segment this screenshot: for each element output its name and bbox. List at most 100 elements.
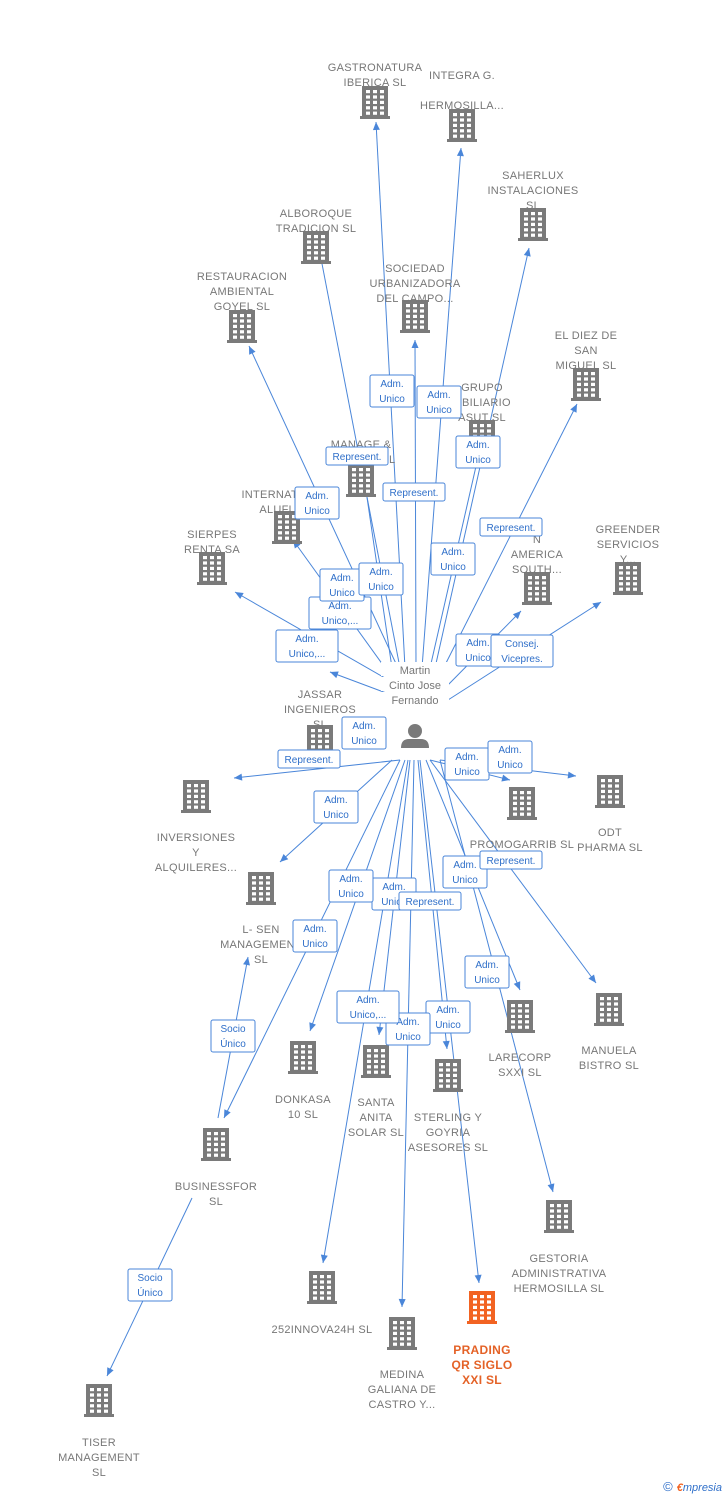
edge-role-text: Unico — [497, 760, 523, 771]
edge-role-label[interactable]: Adm.Unico — [425, 1000, 471, 1034]
edge-role-label[interactable]: Consej.Vicepres. — [490, 634, 554, 668]
building-window — [407, 1326, 411, 1330]
building-window — [542, 592, 546, 596]
building-window — [528, 581, 532, 585]
edge-role-label[interactable]: Adm.Unico — [487, 740, 533, 774]
edge-role-label[interactable]: Adm.Unico — [328, 869, 374, 903]
building-window — [453, 1063, 457, 1067]
building-window — [538, 228, 542, 232]
edge-role-box — [479, 517, 543, 537]
edge-role-label[interactable]: Adm.Unico — [455, 435, 501, 469]
edge-role-text: Consej. — [505, 639, 539, 650]
company-node-innova[interactable]: 252INNOVA24H SL — [272, 1271, 373, 1336]
edge-role-label[interactable]: Adm.Unico — [369, 374, 415, 408]
building-window — [221, 1137, 225, 1141]
building-base — [447, 139, 477, 142]
edge-role-label[interactable]: Adm.Unico — [341, 716, 387, 750]
company-node-integra[interactable]: INTEGRA G.HERMOSILLA... — [420, 70, 504, 142]
edge-role-text: Represent. — [487, 856, 536, 867]
building-window — [600, 1002, 604, 1006]
person-label-bg — [381, 692, 449, 706]
company-node-promogarrib[interactable]: PROMOGARRIB SL — [470, 787, 574, 851]
edge-role-label[interactable]: Adm.Unico,... — [336, 990, 400, 1024]
building-window — [633, 571, 637, 575]
building-window — [320, 1280, 324, 1284]
edge-role-box — [294, 486, 340, 520]
building-window — [513, 807, 517, 811]
building-window — [615, 795, 619, 799]
edge-role-label[interactable]: Adm.Unico — [358, 562, 404, 596]
edge-role-label[interactable]: Adm.Unico — [444, 747, 490, 781]
building-window — [313, 1291, 317, 1295]
edge-role-label[interactable]: Adm.Unico — [442, 855, 488, 889]
edge-arrowhead — [442, 1040, 450, 1049]
building-window — [584, 382, 588, 386]
edge-role-label[interactable]: Represent. — [479, 850, 543, 870]
edge-role-label[interactable]: Represent. — [382, 482, 446, 502]
edge-role-label[interactable]: Represent. — [325, 446, 389, 466]
company-node-greender[interactable]: GREENDERSERVICIOSY... — [596, 524, 661, 595]
building-icon — [518, 208, 548, 241]
building-window — [203, 561, 207, 565]
edge-role-label[interactable]: Adm.Unico — [292, 919, 338, 953]
company-label: XXI SL — [462, 1373, 502, 1387]
edge-role-label[interactable]: Adm.Unico,... — [275, 629, 339, 663]
company-node-america[interactable]: NAMERICASOUTH... — [511, 534, 564, 605]
edge-role-label[interactable]: Adm.Unico — [313, 790, 359, 824]
edge-role-label[interactable]: Adm.Unico — [416, 385, 462, 419]
building-window — [480, 1316, 484, 1320]
edge-role-label[interactable]: Adm.Unico — [455, 633, 501, 667]
building-window — [460, 129, 464, 133]
edge-role-box — [341, 716, 387, 750]
building-window — [374, 1059, 378, 1063]
building-window — [528, 586, 532, 590]
edge-role-text: Adm. — [475, 960, 498, 971]
edge-role-label[interactable]: Adm.Unico — [430, 542, 476, 576]
company-node-inversiones[interactable]: INVERSIONESYALQUILERES... — [155, 780, 237, 874]
edge-role-label[interactable]: Represent. — [398, 891, 462, 911]
edge-role-label[interactable]: Represent. — [479, 517, 543, 537]
building-window — [453, 1084, 457, 1088]
building-window — [550, 1220, 554, 1224]
edge-role-label[interactable]: Adm.Unico — [319, 568, 365, 602]
building-base — [400, 330, 430, 333]
building-base — [288, 1071, 318, 1074]
edge-role-label[interactable]: Adm.Unico — [294, 486, 340, 520]
building-window — [311, 745, 315, 749]
building-window — [217, 561, 221, 565]
building-window — [535, 597, 539, 601]
company-label: PRADING — [453, 1343, 510, 1357]
company-label: SL — [209, 1196, 223, 1208]
building-window — [97, 1409, 101, 1413]
edge-role-label[interactable]: Adm.Unico — [464, 955, 510, 989]
edge-role-label[interactable]: Adm.Unico,... — [308, 596, 372, 630]
building-base — [307, 1301, 337, 1304]
building-window — [550, 1209, 554, 1213]
edge-role-text: Adm. — [382, 882, 405, 893]
edge-role-label[interactable]: Represent. — [277, 749, 341, 769]
